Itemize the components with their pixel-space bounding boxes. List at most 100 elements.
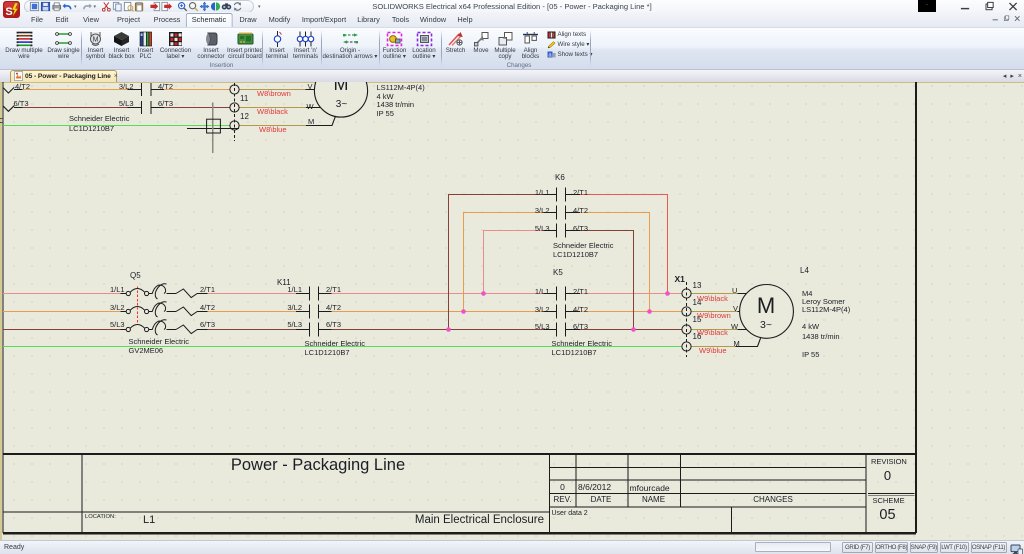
close-button[interactable]: [1007, 1, 1020, 12]
menu-window[interactable]: Window: [419, 15, 447, 24]
insert-n-terminals-button[interactable]: Insert 'n'terminals: [291, 29, 320, 61]
wire-style-button[interactable]: Wire style ▾: [547, 40, 593, 49]
cut-icon[interactable]: [101, 1, 112, 12]
ribbon-button-label: wire: [18, 53, 30, 61]
zoom-window-icon[interactable]: [177, 1, 188, 12]
menu-modify[interactable]: Modify: [268, 15, 291, 24]
status-toggle-ortho[interactable]: ORTHO (F8): [875, 542, 908, 553]
status-toggle-grid[interactable]: GRID (F7): [842, 542, 873, 553]
contact-pin: 6/T3: [573, 223, 589, 233]
mdi-restore-button[interactable]: [1003, 15, 1010, 22]
monitor-icon[interactable]: [1010, 542, 1023, 554]
paste-special-icon[interactable]: [123, 1, 135, 12]
redraw-icon[interactable]: [232, 1, 243, 12]
menu-project[interactable]: Project: [116, 15, 141, 24]
status-toggle-osnap[interactable]: OSNAP (F11): [970, 542, 1007, 553]
cable-box: [206, 118, 221, 134]
minimize-button[interactable]: [959, 1, 972, 12]
motor-data: Leroy Somer: [802, 296, 845, 306]
status-toggle-snap[interactable]: SNAP (F9): [910, 542, 938, 553]
dropdown-arrow-icon[interactable]: ▾: [93, 3, 97, 10]
dropdown-arrow-icon[interactable]: ▾: [74, 3, 77, 10]
save-icon[interactable]: [40, 1, 51, 12]
tab-close-button[interactable]: ×: [1017, 72, 1022, 80]
app-logo-icon[interactable]: S: [2, 0, 23, 21]
print-icon[interactable]: [51, 1, 62, 12]
document-tab-active[interactable]: 05 - Power - Packaging Line ×: [10, 70, 118, 82]
pan-icon[interactable]: [199, 1, 210, 12]
stretch-icon: [446, 29, 465, 48]
ribbon-button-label: PLC: [139, 53, 152, 61]
q5-pole-circle: [144, 326, 150, 333]
menu-library[interactable]: Library: [357, 15, 380, 24]
status-bar: Ready GRID (F7)ORTHO (F8)SNAP (F9)LWT (F…: [0, 539, 1024, 554]
wire-label: 6/T3: [13, 99, 29, 108]
align-texts-button[interactable]: Align texts: [547, 30, 593, 39]
contact-pin: 6/T3: [573, 322, 589, 331]
menu-process[interactable]: Process: [153, 15, 181, 24]
menu-view[interactable]: View: [83, 15, 99, 24]
origin-destination-arrows-button[interactable]: Origin -destination arrows ▾: [322, 29, 379, 61]
menu-help[interactable]: Help: [457, 15, 473, 24]
copy-icon[interactable]: [112, 1, 123, 12]
w: [306, 115, 337, 127]
mdi-close-button[interactable]: [1014, 15, 1021, 22]
tab-scroll-right-button[interactable]: ▸: [1010, 72, 1014, 80]
ribbon-button-label: Insert printed: [226, 47, 264, 54]
ribbon-button-label: Stretch: [445, 47, 466, 54]
qat-overflow-icon[interactable]: ▾: [258, 4, 261, 10]
menu-file[interactable]: File: [31, 15, 43, 24]
multiwire-icon: [15, 29, 34, 48]
motor-phase: 3~: [760, 318, 772, 331]
screen-overlay-box: ··: [918, 0, 936, 12]
tab-close-icon[interactable]: ×: [113, 73, 118, 80]
scheme-value: 05: [879, 507, 896, 523]
move-button[interactable]: Move: [470, 29, 493, 61]
export-dwg-icon[interactable]: [161, 1, 173, 12]
motor-terminal: M: [733, 339, 740, 348]
wire-label: 3/L2: [118, 82, 134, 91]
import-dwg-icon[interactable]: [150, 1, 161, 12]
tab-scroll-left-button[interactable]: ◂: [1002, 72, 1007, 80]
stretch-button[interactable]: Stretch: [442, 29, 470, 61]
new-icon[interactable]: [29, 1, 40, 12]
pcb-icon: [236, 29, 255, 48]
zoom-previous-icon[interactable]: [188, 1, 199, 12]
menu-tools[interactable]: Tools: [391, 15, 410, 24]
menu-schematic[interactable]: Schematic: [185, 13, 233, 27]
mdi-minimize-button[interactable]: [992, 15, 999, 22]
sheet-title: Power - Packaging Line: [230, 456, 406, 474]
ribbon-button-label: Draw single: [47, 47, 80, 54]
date-header: DATE: [590, 495, 612, 504]
zoom-fit-icon[interactable]: [210, 1, 221, 12]
menu-edit[interactable]: Edit: [55, 15, 69, 24]
paste-icon[interactable]: [134, 1, 145, 12]
terminal-circle: [681, 306, 692, 317]
menu-import-export[interactable]: Import/Export: [301, 15, 347, 24]
redo-icon[interactable]: [82, 1, 93, 12]
q5-pole-circle: [125, 326, 131, 333]
maximize-button[interactable]: [983, 1, 996, 12]
find-icon[interactable]: [221, 1, 232, 12]
motor-letter: M: [333, 82, 349, 94]
status-toggle-lwt[interactable]: LWT (F10): [939, 542, 969, 553]
menu-draw[interactable]: Draw: [239, 15, 257, 24]
undo-icon[interactable]: [62, 1, 73, 12]
